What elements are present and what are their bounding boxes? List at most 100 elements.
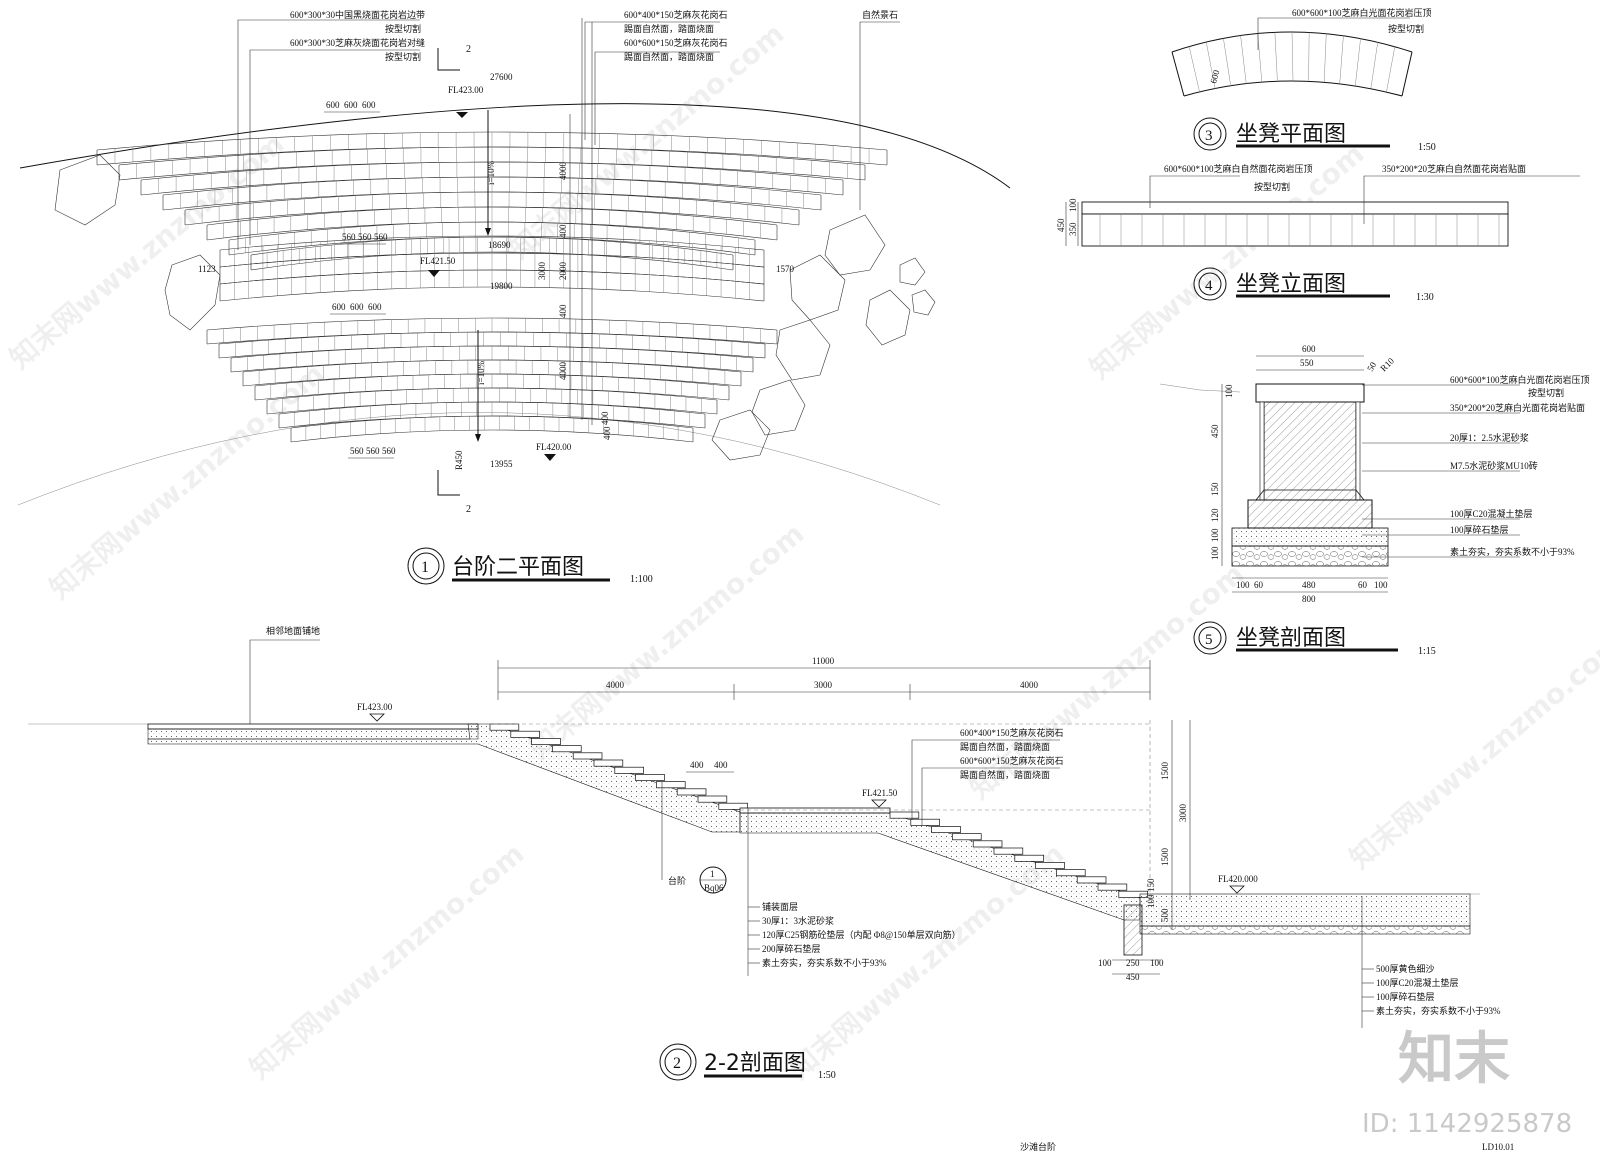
plan-1-stair-plan: i=10% i=10% 4000 3000 2000 4000 400 400 … <box>17 9 1011 585</box>
stair-rows <box>96 131 888 443</box>
elev4-dim-h100: 100 <box>1068 198 1078 212</box>
level-top: FL423.00 <box>448 85 484 95</box>
sand-layer-callout: 100厚C20混凝土垫层 <box>1376 977 1459 988</box>
elev4-scale: 1:30 <box>1416 292 1434 303</box>
stair-tread <box>931 826 961 833</box>
plan3-label-cut: 按型切割 <box>1388 23 1424 34</box>
level-bottom: FL420.00 <box>536 442 572 452</box>
sheet-name: 沙滩台阶 <box>1020 1141 1056 1152</box>
dim-bottom-width: 13955 <box>490 459 513 469</box>
dim-top-width: 27600 <box>490 72 513 82</box>
svg-text:560: 560 <box>374 232 388 242</box>
detail-ref-sheet: Bq06 <box>704 883 724 893</box>
sand-layer-callouts: 500厚黄色细沙100厚C20混凝土垫层100厚碎石垫层素土夯实，夯实系数不小于… <box>1362 963 1501 1016</box>
sec-stone1: 600*400*150芝麻灰花岗石 <box>960 727 1064 738</box>
label-joint: 600*300*30芝麻灰烧面花岗岩对缝 <box>290 37 425 48</box>
sec-stone1-finish: 踢面自然面，踏面烧面 <box>960 741 1050 752</box>
sect5-dim-h120: 120 <box>1210 508 1220 522</box>
natural-rocks <box>54 154 936 461</box>
dim-r450: R450 <box>454 450 464 470</box>
stair-row <box>206 317 778 345</box>
label-adjacent-paving: 相邻地面铺地 <box>266 625 320 636</box>
sect5-dim-r10: R10 <box>1378 355 1396 373</box>
sect5-callout: M7.5水泥砂浆MU10砖 <box>1450 460 1538 471</box>
sect-5-bench-section: 600 550 50 R10 100 450 150 120 100 100 1… <box>1159 344 1590 657</box>
sand-layer-callout: 100厚碎石垫层 <box>1376 991 1435 1002</box>
sec-dim-s400a: 400 <box>690 760 704 770</box>
plan3-label: 600*600*100芝麻白光面花岗岩压顶 <box>1292 7 1432 18</box>
stair-tread <box>952 833 982 841</box>
stair-row <box>118 146 866 181</box>
svg-text:知末网www.znzmo.com: 知末网www.znzmo.com <box>1083 137 1370 385</box>
sect5-dim-b800: 800 <box>1302 594 1316 604</box>
stair-tread <box>552 745 582 753</box>
sec-stone2: 600*600*150芝麻灰花岗石 <box>960 755 1064 766</box>
sect5-callout: 100厚C20混凝土垫层 <box>1450 508 1533 519</box>
sect5-title: 坐凳剖面图 <box>1236 626 1346 651</box>
sect5-dim-b100a: 100 <box>1236 580 1250 590</box>
elev4-title: 坐凳立面图 <box>1236 272 1346 297</box>
stair-tread <box>656 781 686 789</box>
svg-text:560: 560 <box>382 446 396 456</box>
sect5-callout: 按型切割 <box>1528 387 1564 398</box>
dim-d400-b: 400 <box>558 304 568 318</box>
sec-dim-w450: 450 <box>1126 972 1140 982</box>
label-step1: 600*400*150芝麻灰花岗石 <box>624 9 728 20</box>
dim-h3000: 3000 <box>537 262 547 281</box>
layer-callout: 120厚C25钢筋砼垫层（内配 Φ8@150单层双向筋） <box>762 929 961 940</box>
stair-tread <box>510 730 540 738</box>
sect5-dim-b480: 480 <box>1302 580 1316 590</box>
sec-dim-h1500b: 1500 <box>1160 848 1170 867</box>
stair-tread <box>531 738 561 745</box>
plan-slope-label-2: i=10% <box>476 360 486 385</box>
sect5-callout: 素土夯实，夯实系数不小于93% <box>1450 546 1575 557</box>
dim-mid-width: 18690 <box>488 240 511 250</box>
svg-text:600: 600 <box>332 302 346 312</box>
sec-stone2-finish: 踢面自然面，踏面烧面 <box>960 769 1050 780</box>
sect5-dim-w600: 600 <box>1302 344 1316 354</box>
section-mark-bottom: 2 <box>466 504 471 515</box>
sect5-dim-h100: 100 <box>1224 384 1234 398</box>
dim-h2000: 2000 <box>558 262 568 281</box>
sect5-dim-b60b: 60 <box>1358 580 1368 590</box>
stair-tread <box>910 818 940 826</box>
label-step1-finish: 踢面自然面，踏面烧面 <box>624 23 714 34</box>
sect5-num: 5 <box>1205 632 1213 648</box>
sect5-dim-h100c: 100 <box>1210 546 1220 560</box>
elev4-label2: 350*200*20芝麻白自然面花岗岩贴面 <box>1382 163 1526 174</box>
paver-dims-mid: 560 560 560 <box>340 232 388 245</box>
dim-d400-d: 400 <box>602 426 612 440</box>
plan-3-bench-plan: 600*600*100芝麻白光面花岗岩压顶 按型切割 600 3 坐凳平面图 1… <box>1171 7 1436 153</box>
label-edge-band: 600*300*30中国黑烧面花岗岩边带 <box>290 9 425 20</box>
stair-tread <box>993 847 1024 855</box>
sect5-callout: 600*600*100芝麻白光面花岗岩压顶 <box>1450 374 1590 385</box>
layer-callout: 30厚1：3水泥砂浆 <box>762 915 834 926</box>
plan1-title: 台阶二平面图 <box>452 555 584 580</box>
detail-ref-num: 1 <box>710 869 715 879</box>
label-step2: 600*600*150芝麻灰花岗石 <box>624 37 728 48</box>
dim-h4000-a: 4000 <box>558 162 568 181</box>
elev4-label1: 600*600*100芝麻白自然面花岗岩压顶 <box>1164 163 1313 174</box>
sect5-dim-b100b: 100 <box>1374 580 1388 590</box>
sec-level-top: FL423.00 <box>357 702 393 712</box>
section2-title: 2-2剖面图 <box>704 1051 806 1076</box>
layer-callout: 素土夯实，夯实系数不小于93% <box>762 957 887 968</box>
stair-tread <box>635 774 665 781</box>
dim-d400-c: 400 <box>600 411 610 425</box>
label-step2-finish: 踢面自然面，踏面烧面 <box>624 51 714 62</box>
stair-tread <box>676 788 707 796</box>
stair-tread <box>1014 854 1044 862</box>
upper-ground-arc <box>19 103 1011 189</box>
stair-tread <box>972 840 1003 848</box>
elev4-label1-cut: 按型切割 <box>1254 181 1290 192</box>
plan3-num: 3 <box>1205 128 1213 144</box>
sec-dim-h3000: 3000 <box>1178 804 1188 823</box>
dim-right: 1570 <box>776 264 795 274</box>
sec-dim-h150: 150 <box>1146 878 1156 892</box>
svg-text:560: 560 <box>342 232 356 242</box>
sec-dim-c: 4000 <box>1020 680 1039 690</box>
stair-row <box>219 269 765 302</box>
section2-num: 2 <box>673 1055 681 1072</box>
label-natural-rock: 自然景石 <box>862 9 898 20</box>
